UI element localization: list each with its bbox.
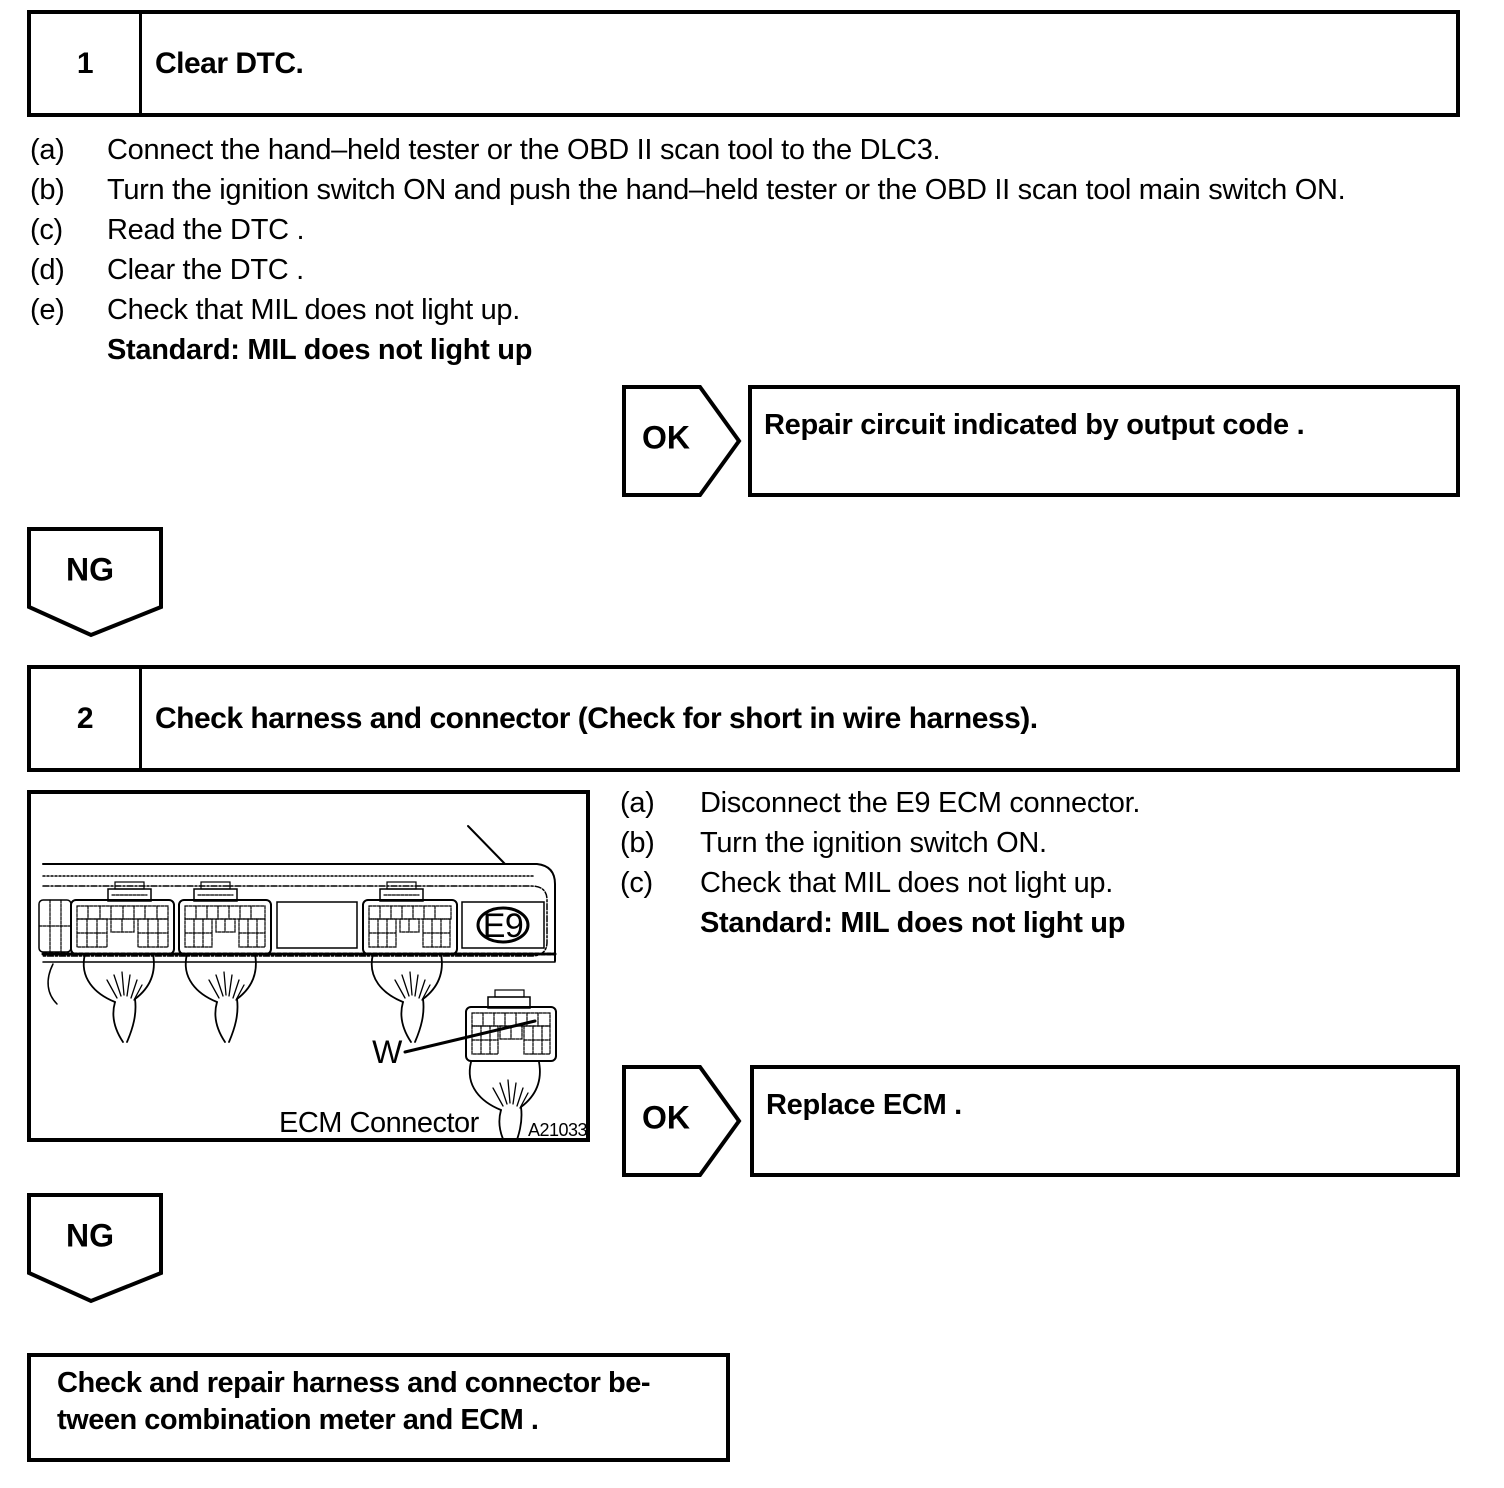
step1-instructions: (a) Connect the hand–held tester or the …	[30, 130, 1490, 370]
step2-item-a: (a) Disconnect the E9 ECM connector.	[620, 783, 1500, 823]
ok-arrow-label: OK	[642, 420, 690, 456]
wire-bundle	[82, 953, 155, 1043]
step2-standard: Standard: MIL does not light up	[700, 907, 1126, 939]
ok-arrow-label: OK	[642, 1100, 690, 1136]
step1-item-b: (b) Turn the ignition switch ON and push…	[30, 170, 1490, 210]
ecm-body	[41, 825, 557, 963]
step-item-text: Connect the hand–held tester or the OBD …	[107, 134, 941, 166]
wire-label: W	[372, 1034, 403, 1070]
step2-item-b: (b) Turn the ignition switch ON.	[620, 823, 1500, 863]
figure-code: A21033	[528, 1120, 586, 1138]
connector-a	[70, 881, 175, 955]
step-item-label: (a)	[620, 787, 655, 819]
step1-standard-row: Standard: MIL does not light up	[30, 330, 1490, 370]
ng-arrow-label: NG	[66, 552, 114, 588]
ecm-connector-figure: E9	[27, 790, 590, 1142]
step2-title: Check harness and connector (Check for s…	[155, 701, 1038, 735]
step-item-label	[620, 903, 700, 943]
connector-partial	[38, 899, 72, 1005]
step1-header: 1 Clear DTC.	[27, 10, 1460, 117]
step1-item-a: (a) Connect the hand–held tester or the …	[30, 130, 1490, 170]
connector-c	[362, 881, 458, 955]
step-item-text: Disconnect the E9 ECM connector.	[700, 787, 1141, 819]
ok-action-box-2: Replace ECM .	[750, 1065, 1460, 1177]
step1-item-c: (c) Read the DTC .	[30, 210, 1490, 250]
ok-arrow-1: OK	[622, 385, 742, 497]
step2-number: 2	[31, 669, 142, 768]
step2-standard-row: Standard: MIL does not light up	[620, 903, 1500, 943]
conclusion-line-2: tween combination meter and ECM .	[57, 1404, 539, 1436]
wire-label-leader-line	[403, 1019, 537, 1054]
step1-standard: Standard: MIL does not light up	[107, 334, 533, 366]
step-item-label	[30, 330, 107, 370]
connector-id-label: E9	[483, 907, 524, 945]
ecm-connector-drawing: E9	[38, 825, 586, 1138]
step2-instructions: (a) Disconnect the E9 ECM connector. (b)…	[620, 783, 1500, 943]
step-item-text: Turn the ignition switch ON and push the…	[107, 174, 1346, 206]
step2-header: 2 Check harness and connector (Check for…	[27, 665, 1460, 772]
step-item-text: Check that MIL does not light up.	[700, 867, 1113, 899]
ng-arrow-2: NG	[27, 1193, 163, 1304]
ng-arrow-shape	[27, 1193, 163, 1304]
ok-arrow-shape	[622, 385, 742, 497]
wire-bundle	[370, 953, 443, 1043]
blank-module	[276, 901, 358, 949]
ok-arrow-shape	[622, 1065, 742, 1177]
ng-arrow-label: NG	[66, 1218, 114, 1254]
step1-item-d: (d) Clear the DTC .	[30, 250, 1490, 290]
connector-id-tag: E9	[461, 901, 545, 949]
step-item-label: (c)	[30, 214, 63, 246]
step-item-label: (d)	[30, 254, 65, 286]
ng-arrow-shape	[27, 527, 163, 638]
step1-title: Clear DTC.	[155, 46, 304, 80]
step-item-text: Turn the ignition switch ON.	[700, 827, 1047, 859]
ok-arrow-2: OK	[622, 1065, 742, 1177]
wire-bundle	[184, 953, 257, 1043]
step1-item-e: (e) Check that MIL does not light up.	[30, 290, 1490, 330]
step-item-text: Clear the DTC .	[107, 254, 304, 286]
step-item-label: (b)	[30, 174, 65, 206]
ok-action-text: Replace ECM .	[766, 1089, 962, 1121]
ok-action-text: Repair circuit indicated by output code …	[764, 409, 1305, 441]
step-item-label: (e)	[30, 294, 65, 326]
connector-b	[178, 881, 272, 955]
step-item-label: (b)	[620, 827, 655, 859]
step-item-label: (c)	[620, 867, 653, 899]
step-item-text: Read the DTC .	[107, 214, 305, 246]
step-item-label: (a)	[30, 134, 65, 166]
ng-arrow-1: NG	[27, 527, 163, 638]
figure-caption: ECM Connector	[279, 1107, 480, 1138]
step1-number: 1	[31, 14, 142, 113]
step2-item-c: (c) Check that MIL does not light up.	[620, 863, 1500, 903]
conclusion-box: Check and repair harness and connector b…	[27, 1353, 730, 1462]
conclusion-line-1: Check and repair harness and connector b…	[57, 1367, 651, 1399]
step-item-text: Check that MIL does not light up.	[107, 294, 520, 326]
ok-action-box-1: Repair circuit indicated by output code …	[748, 385, 1460, 497]
